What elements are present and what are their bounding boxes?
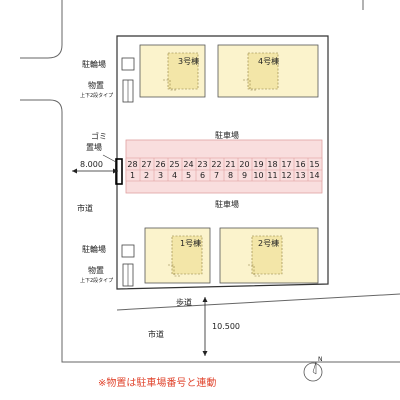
storage-label-top: 物置 [88,81,104,90]
parking-space-24: 24 [183,160,194,169]
parking-space-19: 19 [253,160,264,169]
parking-space-7: 7 [213,171,220,180]
building-3-label: 3号棟 [178,57,200,66]
north-label: N [318,356,323,363]
city-road-label-bottom: 市道 [148,330,164,339]
parking-space-13: 13 [295,171,306,180]
storage-linkage-note: ※物置は駐車場番号と連動 [98,378,217,389]
garbage-label-line2: 置場 [86,143,102,152]
parking-space-8: 8 [227,171,234,180]
parking-space-20: 20 [239,160,250,169]
parking-space-16: 16 [295,160,306,169]
building-1-label: 1号棟 [180,239,202,248]
parking-space-22: 22 [211,160,222,169]
parking-space-9: 9 [241,171,248,180]
building-2-label: 2号棟 [258,239,280,248]
road-width-bottom: 10.500 [212,322,240,331]
parking-space-26: 26 [155,160,166,169]
bicycle-parking-label-bottom: 駐輪場 [82,245,106,254]
bicycle-parking-label-top: 駐輪場 [82,60,106,69]
sidewalk-label: 歩道 [176,298,192,307]
bicycle-parking-bottom [121,244,135,258]
storage-type-label-top: 上下2段タイプ [80,93,114,99]
parking-space-12: 12 [281,171,292,180]
building-2 [219,227,319,284]
parking-space-4: 4 [171,171,178,180]
building-4-label: 4号棟 [258,57,280,66]
parking-space-17: 17 [281,160,292,169]
parking-space-6: 6 [199,171,206,180]
building-1 [144,227,211,284]
storage-label-bottom: 物置 [88,266,104,275]
road-width-left: 8.000 [80,160,103,169]
road-edge-upper-left [20,0,63,59]
garbage-leader-line [102,154,117,163]
city-road-label-left: 市道 [77,204,93,213]
road-edge-lower-left [20,99,400,363]
parking-label-top: 駐車場 [215,131,239,140]
parking-space-27: 27 [141,160,152,169]
parking-space-dividers [139,158,309,181]
parking-label-bottom: 駐車場 [215,200,239,209]
building-3 [139,44,206,98]
road-edge-right-lower [116,293,400,311]
parking-space-21: 21 [225,160,236,169]
parking-space-28: 28 [127,160,138,169]
garbage-label-line1: ゴミ [91,132,107,141]
parking-space-25: 25 [169,160,180,169]
parking-space-18: 18 [267,160,278,169]
parking-space-11: 11 [267,171,278,180]
parking-space-10: 10 [253,171,264,180]
parking-space-2: 2 [143,171,150,180]
parking-space-1: 1 [129,171,136,180]
north-arrow-icon [303,361,323,382]
bicycle-parking-top [121,57,135,71]
parking-space-15: 15 [309,160,320,169]
storage-type-label-bottom: 上下2段タイプ [80,278,114,284]
building-4 [217,44,319,98]
parking-space-3: 3 [157,171,164,180]
parking-space-23: 23 [197,160,208,169]
parking-space-5: 5 [185,171,192,180]
parking-space-14: 14 [309,171,320,180]
